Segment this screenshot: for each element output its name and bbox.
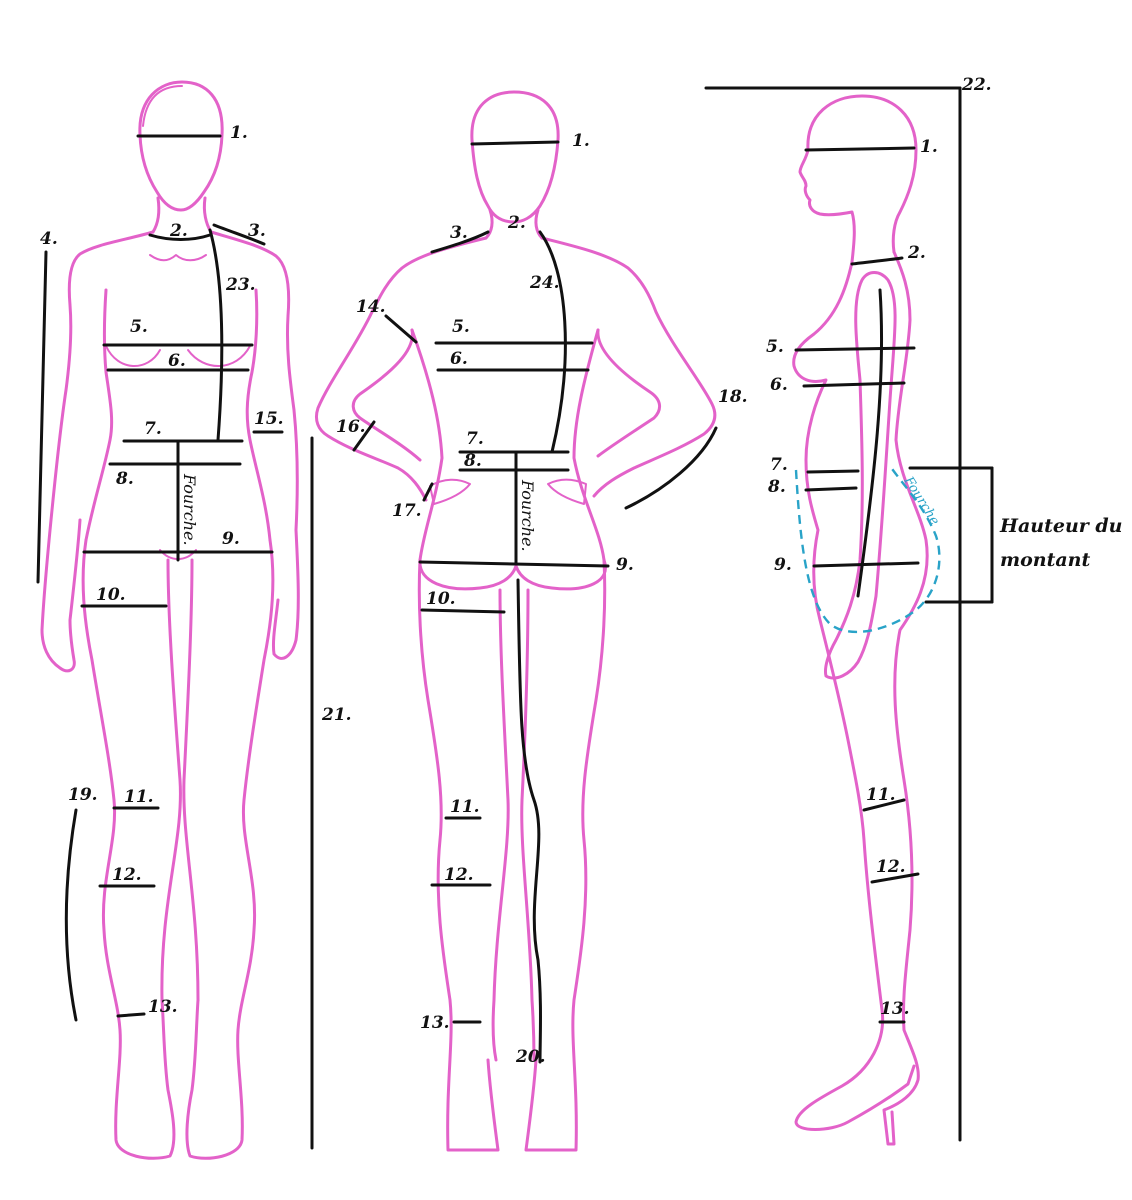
fourche-label-front: Fourche.	[180, 473, 199, 546]
label-8-back: 8.	[463, 451, 482, 471]
label-4-front: 4.	[40, 229, 58, 249]
label-8-front: 8.	[115, 469, 134, 489]
label-11-side: 11.	[866, 785, 896, 805]
label-5-side: 5.	[766, 337, 784, 357]
label-20-back: 20.	[515, 1047, 546, 1067]
side-measure-lines	[704, 86, 994, 1142]
back-measure-lines	[352, 140, 718, 1064]
label-9-side: 9.	[774, 555, 792, 575]
label-6-back: 6.	[450, 349, 468, 369]
label-10-back: 10.	[426, 589, 456, 609]
label-5-front: 5.	[130, 317, 148, 337]
label-11-front: 11.	[124, 787, 154, 807]
label-17-back: 17.	[392, 501, 422, 521]
label-13-front: 13.	[148, 997, 178, 1017]
label-3-back: 3.	[450, 223, 468, 243]
label-23-front: 23.	[225, 275, 256, 295]
label-13-side: 13.	[880, 999, 910, 1019]
label-6-front: 6.	[168, 351, 186, 371]
label-16-back: 16.	[336, 417, 366, 437]
front-measure-lines	[36, 134, 314, 1150]
label-1-side: 1.	[920, 137, 938, 157]
label-7-side: 7.	[770, 455, 788, 475]
label-19-front: 19.	[68, 785, 98, 805]
label-21: 21.	[321, 705, 352, 725]
label-1-back: 1.	[572, 131, 590, 151]
label-7-back: 7.	[466, 429, 484, 449]
label-9-back: 9.	[616, 555, 634, 575]
hauteur-du-montant-line1: Hauteur du	[999, 515, 1122, 537]
fourche-label-back: Fourche.	[518, 479, 537, 552]
label-11-back: 11.	[450, 797, 480, 817]
label-1-front: 1.	[230, 123, 248, 143]
label-2-back: 2.	[507, 213, 526, 233]
back-figure	[314, 90, 717, 1152]
label-14-back: 14.	[356, 297, 386, 317]
side-figure	[792, 94, 929, 1146]
label-12-front: 12.	[112, 865, 142, 885]
label-15-front: 15.	[254, 409, 284, 429]
label-8-side: 8.	[767, 477, 786, 497]
label-3-front: 3.	[248, 221, 266, 241]
label-24-back: 24.	[529, 273, 560, 293]
front-figure	[40, 80, 300, 1160]
label-12-back: 12.	[444, 865, 474, 885]
label-6-side: 6.	[770, 375, 788, 395]
label-13-back: 13.	[420, 1013, 450, 1033]
label-18-back: 18.	[718, 387, 748, 407]
label-22: 22.	[961, 75, 992, 95]
label-5-back: 5.	[452, 317, 470, 337]
label-2-front: 2.	[169, 221, 188, 241]
label-7-front: 7.	[144, 419, 162, 439]
label-12-side: 12.	[876, 857, 906, 877]
label-2-side: 2.	[907, 243, 926, 263]
label-10-front: 10.	[96, 585, 126, 605]
hauteur-du-montant-line2: montant	[1000, 549, 1090, 571]
label-9-front: 9.	[222, 529, 240, 549]
